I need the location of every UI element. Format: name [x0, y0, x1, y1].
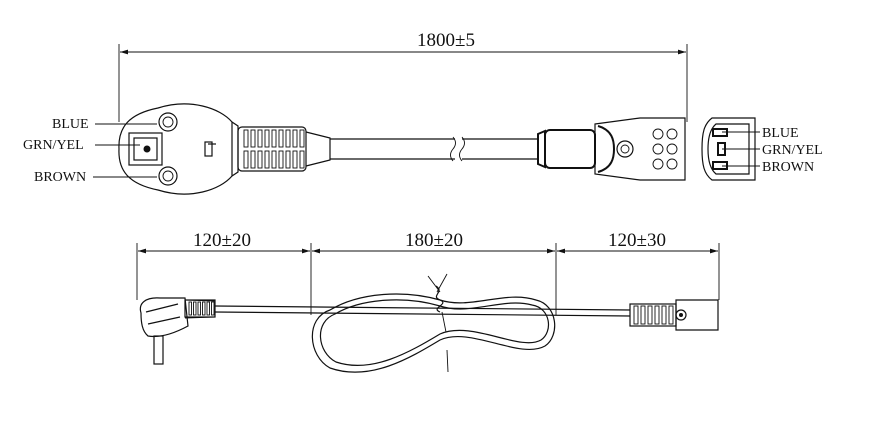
plug-label-grn-yel: GRN/YEL [23, 138, 84, 153]
c13-connector-side-view [629, 299, 719, 331]
strain-relief-rib [250, 150, 256, 169]
schuko-plug-face [118, 103, 233, 195]
strain-relief-rib [647, 305, 653, 325]
strain-relief-rib [278, 129, 284, 148]
total-length-dimension: 1800±5 [118, 30, 688, 122]
connector-wire-labels: BLUE GRN/YEL BROWN [722, 126, 823, 175]
plug-label-blue: BLUE [52, 117, 89, 132]
strain-relief-rib [188, 301, 192, 316]
strain-relief-rib [206, 301, 210, 316]
strain-relief-rib [243, 150, 249, 169]
strain-relief-rib [292, 150, 298, 169]
connector-label-grn-yel: GRN/YEL [762, 143, 823, 158]
strain-relief-rib [257, 129, 263, 148]
strain-relief-rib [264, 150, 270, 169]
strain-relief-rib [257, 150, 263, 169]
cable-top-view [330, 136, 538, 162]
strain-relief-rib [264, 129, 270, 148]
strain-relief-rib [640, 305, 646, 325]
connector-label-blue: BLUE [762, 126, 799, 141]
strain-relief-rib [654, 305, 660, 325]
c13-connector-top-view [537, 117, 686, 181]
connector-segment-label: 120±30 [608, 230, 666, 251]
strain-relief-rib [278, 150, 284, 169]
segment-dimensions: 120±20 180±20 120±30 [136, 230, 720, 315]
plug-segment-label: 120±20 [193, 230, 251, 251]
strain-relief-rib [211, 301, 215, 316]
strain-relief-rib [271, 129, 277, 148]
connector-label-brown: BROWN [762, 160, 814, 175]
strain-relief-rib [250, 129, 256, 148]
strain-relief-rib [299, 129, 305, 148]
strain-relief-rib [271, 150, 277, 169]
strain-relief-rib [292, 129, 298, 148]
strain-relief-rib [285, 150, 291, 169]
plug-label-brown: BROWN [34, 170, 86, 185]
strain-relief-rib [299, 150, 305, 169]
strain-relief-rib [243, 129, 249, 148]
plug-strain-relief [231, 121, 331, 177]
strain-relief-rib [285, 129, 291, 148]
coiled-cable [214, 273, 631, 373]
c13-connector-face [701, 117, 756, 181]
strain-relief-rib [633, 305, 639, 325]
strain-relief-rib [668, 305, 674, 325]
strain-relief-rib [197, 301, 201, 316]
plug-wire-labels: BLUE GRN/YEL BROWN [23, 117, 157, 185]
total-length-label: 1800±5 [417, 30, 475, 51]
schuko-plug-side-view [139, 297, 216, 365]
strain-relief-rib [202, 301, 206, 316]
strain-relief-rib [661, 305, 667, 325]
strain-relief-rib [193, 301, 197, 316]
middle-segment-label: 180±20 [405, 230, 463, 251]
